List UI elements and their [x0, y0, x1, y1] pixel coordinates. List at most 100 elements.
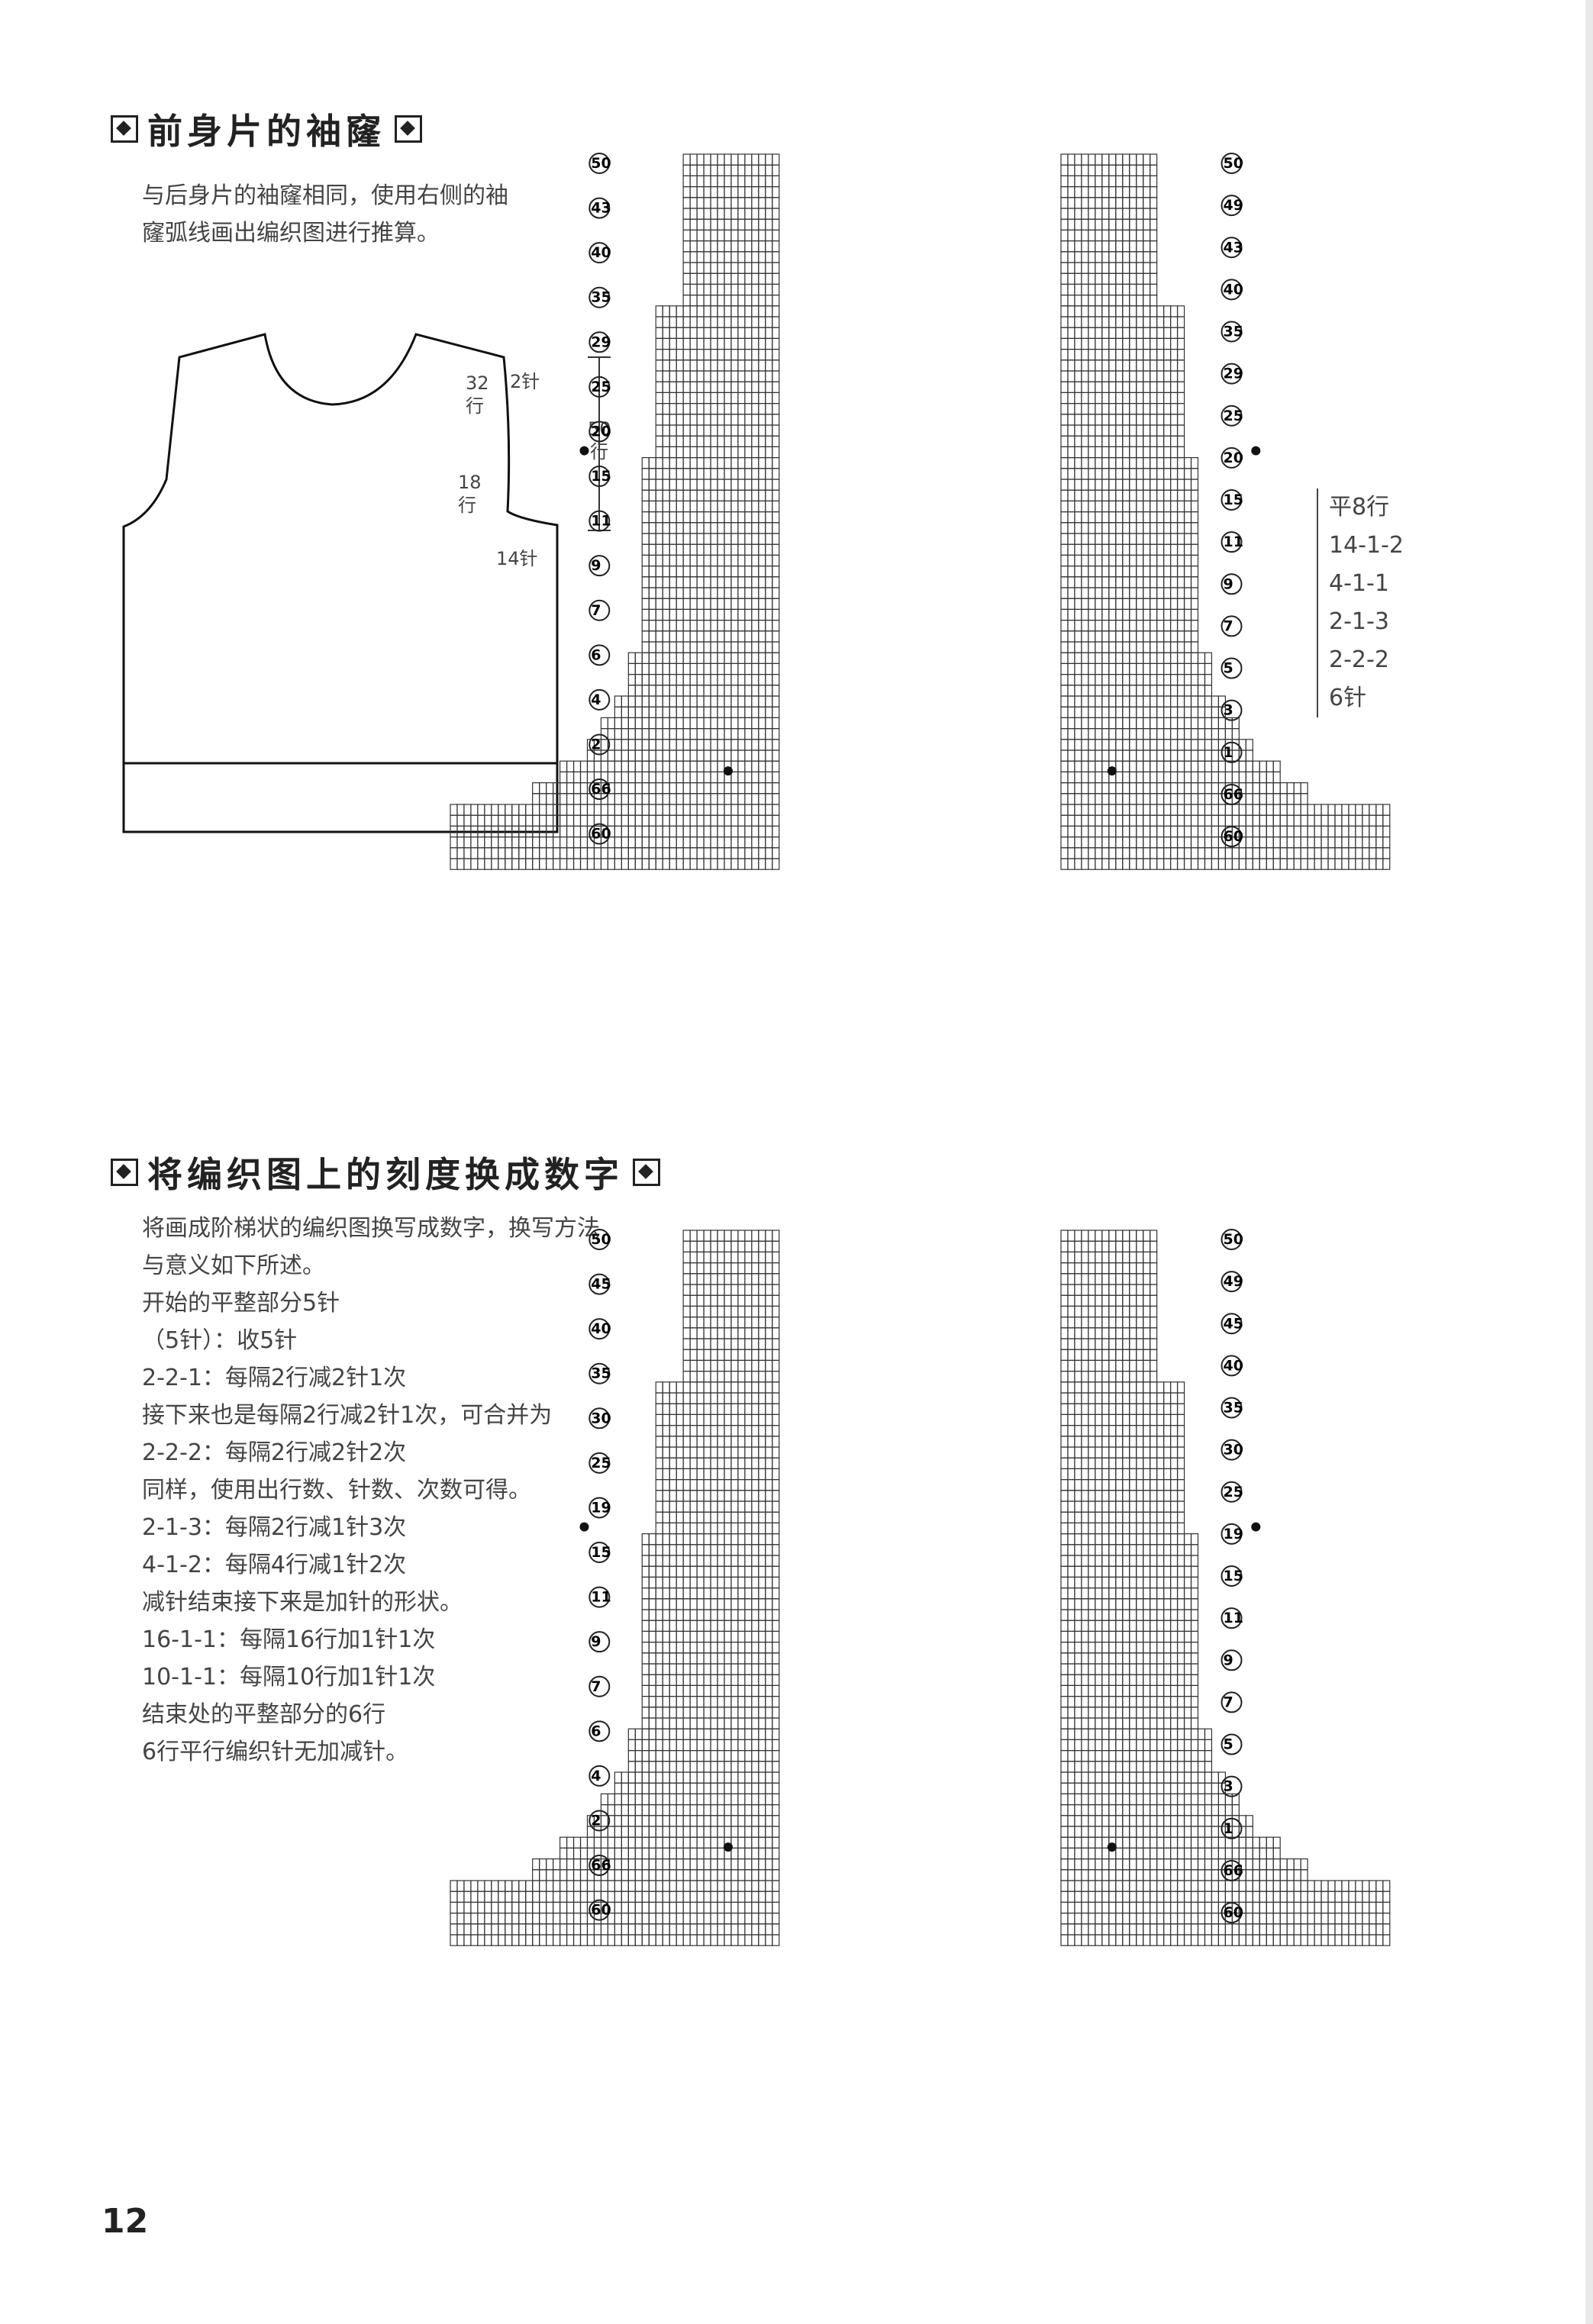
chart-cell	[1101, 349, 1110, 361]
chart-cell	[641, 662, 650, 675]
chart-cell	[751, 403, 759, 415]
chart-cell	[751, 652, 759, 665]
chart-cell	[655, 717, 663, 730]
chart-cell	[1341, 814, 1350, 827]
chart-cell	[1122, 500, 1130, 513]
chart-cell	[744, 468, 753, 480]
chart-cell	[737, 1858, 746, 1871]
chart-cell	[1081, 272, 1089, 285]
chart-cell	[662, 1522, 670, 1535]
chart-cell	[724, 446, 732, 459]
chart-cell	[751, 1684, 759, 1697]
chart-cell	[1211, 1901, 1220, 1914]
chart-cell	[717, 1803, 725, 1816]
chart-cell	[1095, 1836, 1103, 1849]
chart-cell	[703, 1490, 711, 1502]
chart-cell	[1190, 1923, 1199, 1936]
chart-cell	[1150, 825, 1158, 838]
chart-cell	[682, 1836, 691, 1849]
chart-cell	[1150, 457, 1158, 469]
row-label-40: 40	[1223, 281, 1243, 298]
chart-cell	[730, 1684, 739, 1697]
chart-cell	[724, 858, 732, 870]
chart-cell	[1115, 208, 1124, 220]
chart-cell	[676, 1609, 684, 1621]
chart-cell	[1108, 1901, 1117, 1914]
chart-cell	[765, 1652, 773, 1665]
chart-cell	[676, 587, 684, 599]
chart-cell	[1129, 1890, 1137, 1903]
chart-cell	[1190, 1912, 1199, 1925]
chart-cell	[648, 1641, 656, 1654]
chart-cell	[772, 392, 780, 405]
chart-cell	[724, 164, 732, 177]
chart-cell	[1211, 782, 1220, 795]
chart-cell	[1136, 283, 1144, 296]
chart-cell	[1101, 511, 1110, 524]
chart-cell	[546, 782, 554, 795]
chart-cell	[758, 1284, 766, 1296]
chart-cell	[1122, 1869, 1130, 1881]
chart-cell	[676, 1403, 684, 1415]
chart-cell	[737, 218, 746, 230]
chart-cell	[572, 804, 582, 816]
chart-cell	[1088, 760, 1096, 773]
chart-cell	[1150, 511, 1158, 524]
chart-cell	[696, 1609, 705, 1621]
chart-cell	[758, 804, 766, 816]
chart-cell	[648, 836, 656, 849]
chart-cell	[1095, 272, 1103, 285]
chart-cell	[1115, 1847, 1124, 1860]
chart-cell	[1136, 554, 1144, 567]
chart-cell	[1204, 1890, 1213, 1903]
chart-cell	[689, 1533, 698, 1546]
chart-cell	[539, 1923, 547, 1936]
chart-cell	[703, 272, 711, 285]
chart-cell	[1088, 825, 1096, 838]
chart-cell	[772, 1327, 780, 1339]
chart-cell	[744, 1381, 753, 1394]
row-marker	[589, 1229, 611, 1250]
chart-cell	[1266, 1858, 1274, 1871]
chart-cell	[1122, 489, 1130, 502]
chart-cell	[566, 782, 575, 795]
chart-cell	[1150, 1923, 1158, 1936]
chart-cell	[696, 305, 705, 317]
chart-cell	[689, 1652, 698, 1665]
chart-cell	[614, 717, 622, 730]
chart-cell	[627, 1803, 636, 1816]
chart-cell	[1088, 414, 1096, 426]
chart-cell	[662, 1923, 670, 1936]
chart-cell	[1088, 272, 1096, 285]
row-label-50: 50	[1223, 155, 1243, 172]
chart-cell	[703, 1739, 711, 1752]
chart-cell	[717, 782, 725, 795]
chart-cell	[1108, 1912, 1117, 1925]
chart-cell	[1088, 771, 1096, 784]
chart-cell	[765, 1522, 773, 1535]
row-label-35: 35	[591, 289, 611, 306]
chart-cell	[1115, 717, 1124, 730]
chart-cell	[1095, 1858, 1103, 1871]
chart-cell	[703, 218, 711, 230]
chart-cell	[744, 251, 753, 263]
chart-cell	[758, 1349, 766, 1361]
chart-cell	[627, 793, 636, 805]
chart-cell	[546, 858, 554, 870]
chart-cell	[477, 847, 485, 859]
chart-cell	[1129, 641, 1137, 653]
chart-cell	[676, 1739, 684, 1752]
chart-cell	[730, 1609, 739, 1621]
chart-cell	[1245, 749, 1253, 762]
chart-cell	[772, 814, 780, 827]
chart-cell	[730, 272, 739, 285]
chart-cell	[1163, 316, 1172, 328]
chart-cell	[676, 685, 684, 697]
chart-cell	[1245, 1934, 1253, 1946]
chart-cell	[1307, 1890, 1315, 1903]
chart-cell	[1197, 706, 1206, 719]
chart-cell	[758, 1923, 766, 1936]
chart-cell	[634, 836, 643, 849]
chart-cell	[1150, 175, 1158, 188]
